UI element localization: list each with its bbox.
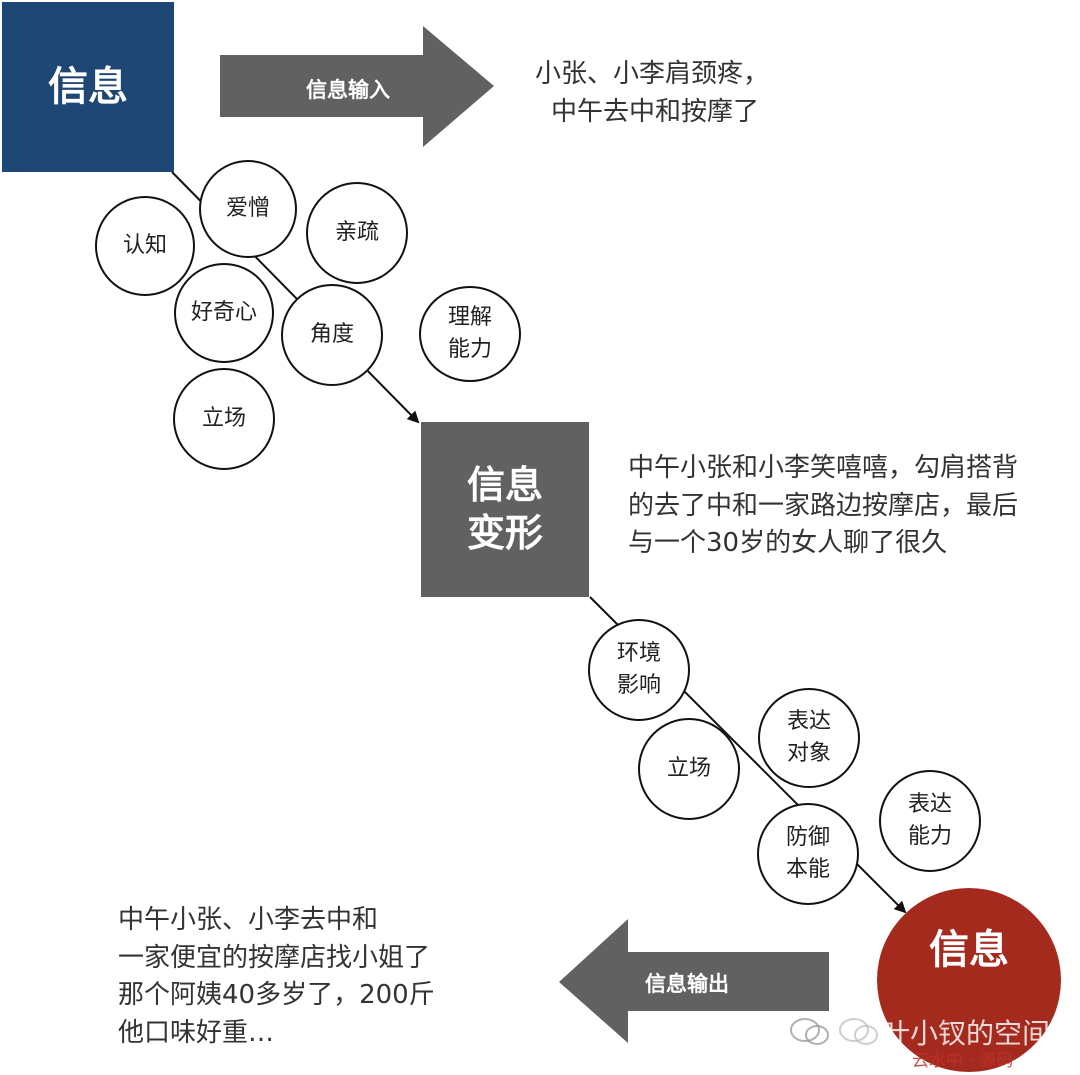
transform-description-line: 的去了中和一家路边按摩店，最后	[628, 490, 1019, 521]
bubble-cognition: 认知	[95, 196, 195, 296]
watermark-subtext: 云水中 · 源码	[912, 1051, 1014, 1071]
transform-info-label: 信息	[466, 463, 543, 507]
bubble-label: 立场	[666, 756, 711, 782]
bubble-standpoint-lower: 立场	[638, 718, 740, 820]
bubble-label: 立场	[201, 406, 246, 432]
watermark-text: 叶小钗的空间	[882, 1017, 1051, 1050]
transform-info-box: 信息变形	[421, 422, 589, 597]
bubble-environment: 环境影响	[588, 619, 690, 721]
transform-description-line: 中午小张和小李笑嘻嘻，勾肩搭背	[628, 453, 1019, 483]
bubble-label: 理解	[447, 305, 492, 331]
transform-info-label: 变形	[466, 510, 543, 555]
bubble-label: 表达	[786, 709, 831, 735]
bubble-curiosity: 好奇心	[174, 263, 274, 363]
input-arrow-label: 信息输入	[306, 78, 390, 102]
bubble-label: 防御	[785, 825, 830, 851]
bubble-love-hate: 爱憎	[199, 160, 297, 258]
input-description-line: 中午去中和按摩了	[551, 96, 760, 127]
output-arrow-label: 信息输出	[645, 972, 729, 996]
bubble-label: 角度	[309, 322, 354, 348]
bubble-standpoint-upper: 立场	[173, 368, 275, 470]
output-description-line: 一家便宜的按摩店找小姐了	[118, 942, 431, 973]
bubble-closeness: 亲疏	[306, 182, 408, 284]
bubble-label: 表达	[907, 792, 952, 818]
bubble-label: 亲疏	[334, 220, 379, 246]
bubble-label: 本能	[785, 857, 830, 882]
input-info-label: 信息	[48, 64, 128, 110]
transform-description: 中午小张和小李笑嘻嘻，勾肩搭背 的去了中和一家路边按摩店，最后 与一个30岁的女…	[628, 450, 1018, 563]
output-info-label: 信息	[929, 927, 1009, 973]
transform-description-line: 与一个30岁的女人聊了很久	[628, 528, 948, 559]
bubble-perspective: 角度	[281, 284, 383, 386]
bubble-understanding: 理解能力	[419, 286, 521, 382]
input-arrow-shape	[220, 26, 494, 147]
output-description-line: 他口味好重…	[118, 1018, 275, 1049]
bubble-label: 爱憎	[225, 196, 270, 222]
input-description: 小张、小李肩颈疼， 中午去中和按摩了	[535, 56, 769, 131]
wechat-icon	[790, 1018, 878, 1045]
output-description: 中午小张、小李去中和 一家便宜的按摩店找小姐了 那个阿姨40多岁了，200斤 他…	[118, 902, 435, 1053]
bubble-label: 对象	[786, 741, 831, 766]
bubble-expression: 表达能力	[879, 770, 981, 872]
bubble-label: 能力	[907, 824, 952, 849]
bubble-label: 能力	[447, 337, 492, 362]
bubble-audience: 表达对象	[758, 688, 860, 788]
bubble-label: 影响	[616, 673, 661, 698]
output-info-circle: 信息	[877, 888, 1061, 1072]
output-description-line: 那个阿姨40多岁了，200斤	[118, 980, 435, 1011]
bubble-label: 认知	[122, 233, 167, 259]
bubble-defense: 防御本能	[757, 803, 859, 905]
input-info-box: 信息	[2, 2, 174, 172]
input-description-line: 小张、小李肩颈疼，	[535, 59, 770, 89]
bubble-label: 好奇心	[190, 300, 257, 326]
output-description-line: 中午小张、小李去中和	[118, 905, 379, 935]
output-arrow-shape	[559, 919, 829, 1043]
bubble-label: 环境	[616, 641, 661, 667]
